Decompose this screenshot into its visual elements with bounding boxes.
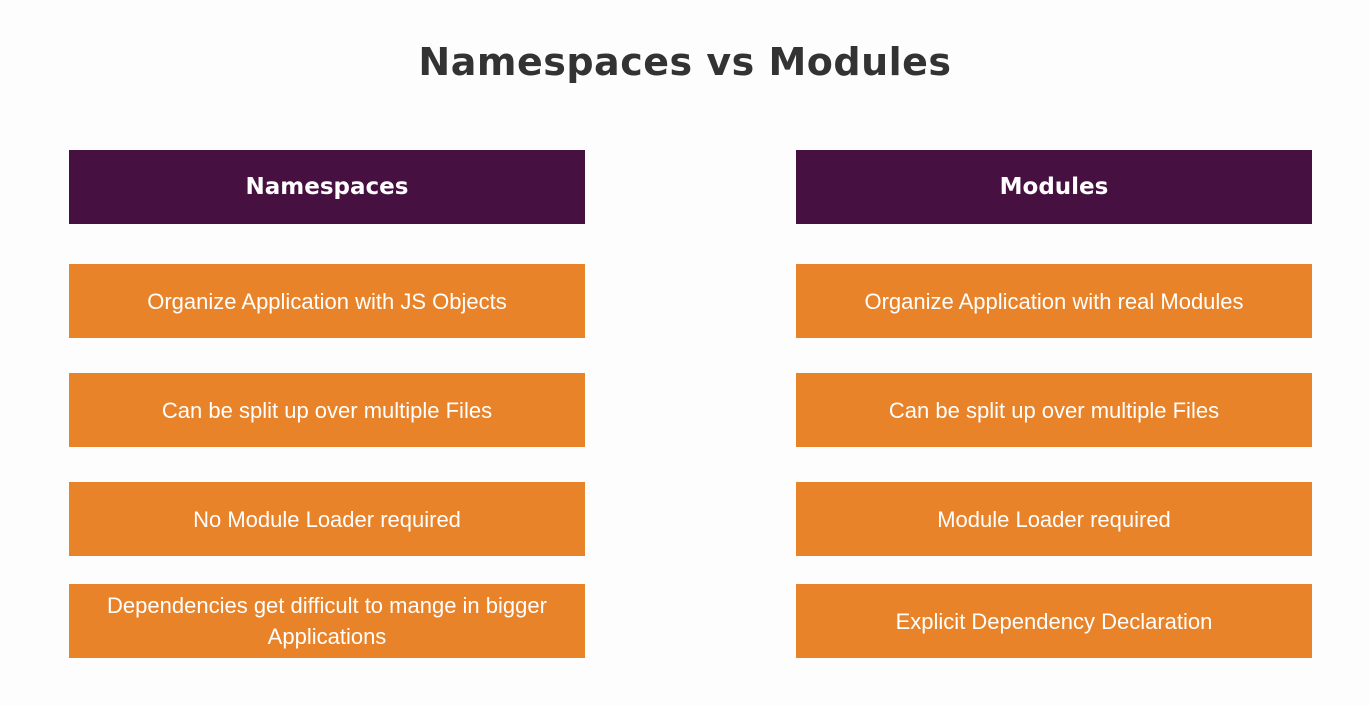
namespaces-item-1: Organize Application with JS Objects bbox=[69, 264, 585, 338]
namespaces-item-4: Dependencies get difficult to mange in b… bbox=[69, 584, 585, 658]
namespaces-item-2: Can be split up over multiple Files bbox=[69, 373, 585, 447]
modules-item-4: Explicit Dependency Declaration bbox=[796, 584, 1312, 658]
namespaces-item-3: No Module Loader required bbox=[69, 482, 585, 556]
modules-header: Modules bbox=[796, 150, 1312, 224]
namespaces-column: Namespaces Organize Application with JS … bbox=[69, 150, 585, 658]
modules-item-1: Organize Application with real Modules bbox=[796, 264, 1312, 338]
modules-column: Modules Organize Application with real M… bbox=[796, 150, 1312, 658]
modules-item-3: Module Loader required bbox=[796, 482, 1312, 556]
namespaces-header: Namespaces bbox=[69, 150, 585, 224]
modules-item-2: Can be split up over multiple Files bbox=[796, 373, 1312, 447]
slide-title: Namespaces vs Modules bbox=[418, 40, 952, 84]
